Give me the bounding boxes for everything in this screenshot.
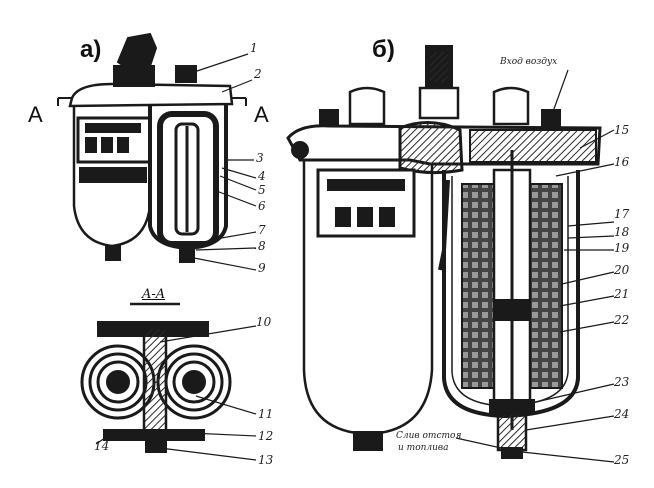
- panel-a-leaders: [187, 53, 257, 271]
- panel-label-a: а): [80, 36, 102, 63]
- callout-11: 11: [258, 407, 274, 421]
- callout-15: 15: [614, 123, 630, 137]
- callout-13: 13: [258, 453, 274, 467]
- callout-4: 4: [258, 169, 266, 183]
- panel-label-b: б): [372, 36, 395, 63]
- callout-21: 21: [614, 287, 630, 301]
- panel-b-view: [286, 45, 602, 459]
- section-aa-leaders: [95, 325, 257, 461]
- section-aa-view: [80, 302, 232, 453]
- callout-1: 1: [250, 41, 258, 55]
- callout-20: 20: [614, 263, 630, 277]
- callout-2: 2: [254, 67, 262, 81]
- drain-note-line1: Слив отстоя: [396, 431, 462, 441]
- panel-b-leaders: [455, 69, 615, 463]
- callout-10: 10: [256, 315, 272, 329]
- callout-18: 18: [614, 225, 630, 239]
- callout-5: 5: [258, 183, 266, 197]
- callout-24: 24: [614, 407, 630, 421]
- callout-12: 12: [258, 429, 274, 443]
- callout-17: 17: [614, 207, 630, 221]
- callout-22: 22: [614, 313, 630, 327]
- drain-note-line2: и топлива: [398, 443, 449, 453]
- callout-23: 23: [614, 375, 630, 389]
- callout-3: 3: [256, 151, 264, 165]
- callout-7: 7: [258, 223, 266, 237]
- section-title: A-A: [142, 287, 166, 302]
- callout-6: 6: [258, 199, 266, 213]
- callout-16: 16: [614, 155, 630, 169]
- inlet-note: Вход воздух: [500, 57, 558, 67]
- callout-19: 19: [614, 241, 630, 255]
- callout-8: 8: [258, 239, 266, 253]
- callout-9: 9: [258, 261, 266, 275]
- panel-a-view: [57, 32, 247, 263]
- callout-25: 25: [614, 453, 630, 467]
- callout-14: 14: [94, 439, 110, 453]
- section-marker-right: A: [254, 102, 269, 127]
- section-marker-left: A: [28, 102, 43, 127]
